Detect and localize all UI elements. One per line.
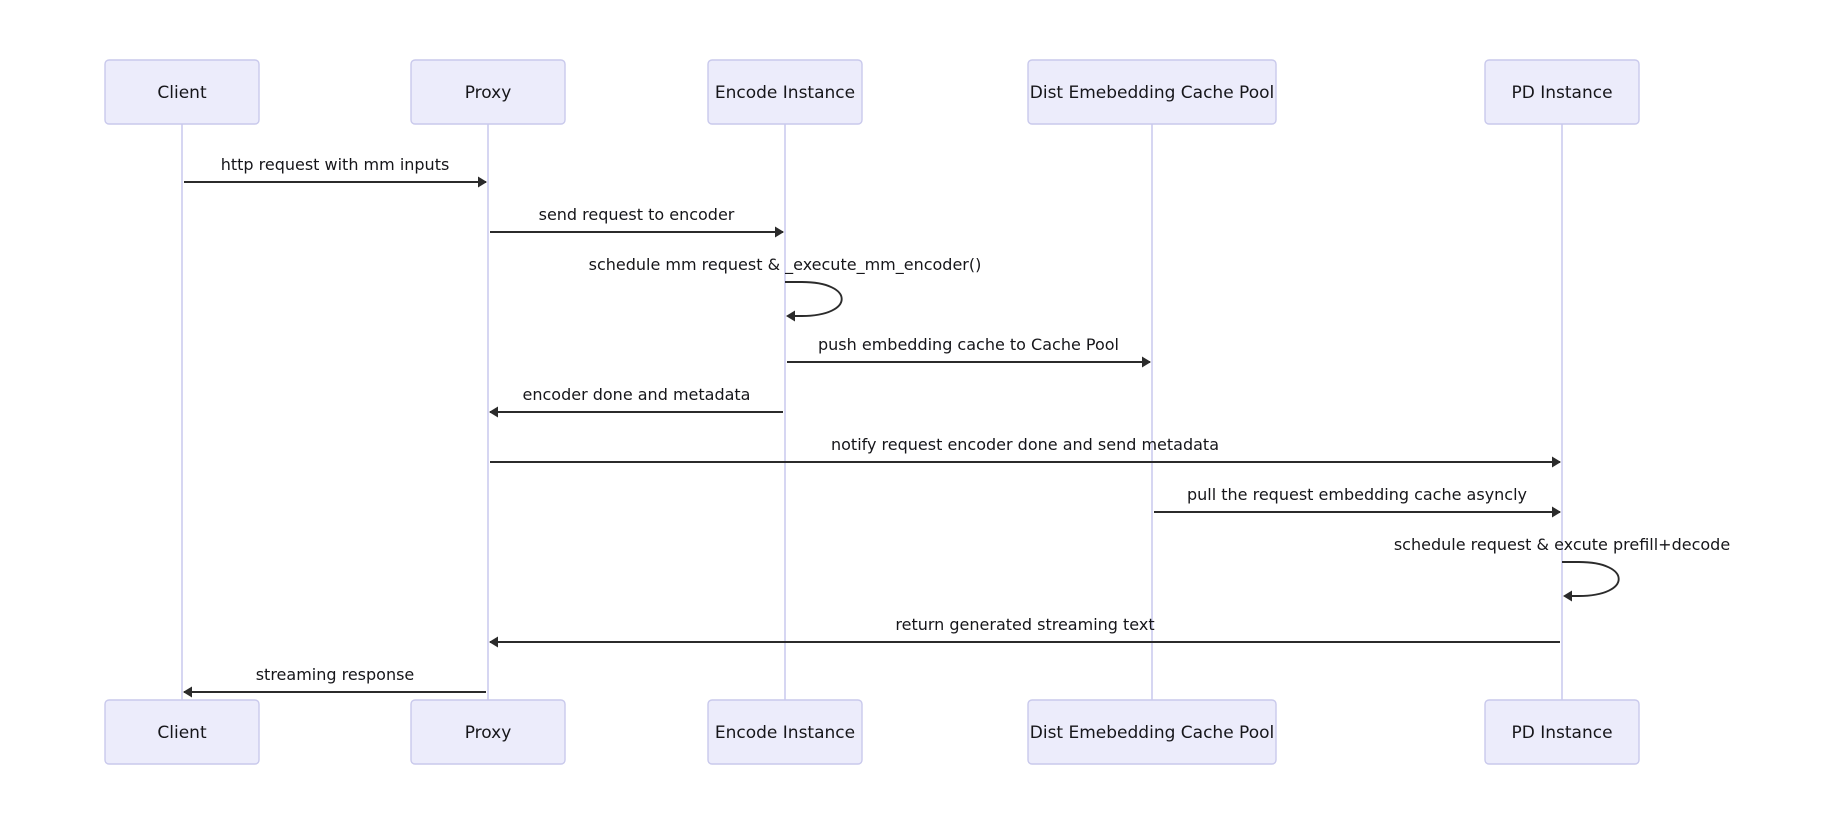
participant-label-encode: Encode Instance bbox=[715, 723, 855, 743]
arrow-head bbox=[478, 176, 487, 188]
participant-proxy-bottom[interactable]: Proxy bbox=[410, 699, 566, 765]
message-label: notify request encoder done and send met… bbox=[831, 435, 1219, 454]
participant-box-cachepool[interactable] bbox=[1027, 699, 1277, 765]
arrow-head bbox=[489, 406, 498, 418]
participant-label-proxy: Proxy bbox=[465, 83, 512, 103]
participant-label-client: Client bbox=[157, 723, 207, 743]
self-loop-path bbox=[1562, 561, 1620, 597]
arrow-head bbox=[489, 636, 498, 648]
arrow-head bbox=[1552, 506, 1561, 518]
message-label: send request to encoder bbox=[539, 205, 735, 224]
self-loop-path bbox=[785, 281, 843, 317]
participant-label-client: Client bbox=[157, 83, 207, 103]
participant-box-proxy[interactable] bbox=[410, 59, 566, 125]
message-5[interactable]: encoder done and metadata bbox=[489, 385, 783, 418]
participant-cachepool-bottom[interactable]: Dist Emebedding Cache Pool bbox=[1027, 699, 1277, 765]
message-10[interactable]: streaming response bbox=[183, 665, 486, 698]
actors-bottom-layer: Client Proxy Encode Instance Dist Emebeddin… bbox=[104, 699, 1640, 765]
participant-box-proxy[interactable] bbox=[410, 699, 566, 765]
participant-box-encode[interactable] bbox=[707, 59, 863, 125]
participant-box-client[interactable] bbox=[104, 699, 260, 765]
participant-box-pd[interactable] bbox=[1484, 699, 1640, 765]
participant-pd-top[interactable]: PD Instance bbox=[1484, 59, 1640, 125]
participant-label-cachepool: Dist Emebedding Cache Pool bbox=[1030, 83, 1274, 103]
arrow-head bbox=[1142, 356, 1151, 368]
participant-cachepool-top[interactable]: Dist Emebedding Cache Pool bbox=[1027, 59, 1277, 125]
participant-box-pd[interactable] bbox=[1484, 59, 1640, 125]
arrow-head bbox=[1552, 456, 1561, 468]
participant-box-client[interactable] bbox=[104, 59, 260, 125]
participant-proxy-top[interactable]: Proxy bbox=[410, 59, 566, 125]
participant-client-top[interactable]: Client bbox=[104, 59, 260, 125]
participant-label-pd: PD Instance bbox=[1511, 723, 1612, 743]
message-1[interactable]: http request with mm inputs bbox=[184, 155, 487, 188]
arrow-head bbox=[183, 686, 192, 698]
message-label: pull the request embedding cache asyncly bbox=[1187, 485, 1527, 504]
arrow-head bbox=[775, 226, 784, 238]
participant-client-bottom[interactable]: Client bbox=[104, 699, 260, 765]
participant-box-cachepool[interactable] bbox=[1027, 59, 1277, 125]
participant-label-encode: Encode Instance bbox=[715, 83, 855, 103]
message-label: return generated streaming text bbox=[895, 615, 1154, 634]
lifelines-layer bbox=[181, 124, 1563, 700]
message-7[interactable]: pull the request embedding cache asyncly bbox=[1154, 485, 1561, 518]
messages-layer: http request with mm inputs send request … bbox=[183, 155, 1730, 698]
message-label: streaming response bbox=[256, 665, 415, 684]
message-label: schedule mm request & _execute_mm_encode… bbox=[589, 255, 982, 275]
message-8[interactable]: schedule request & excute prefill+decode bbox=[1394, 535, 1730, 602]
participant-label-cachepool: Dist Emebedding Cache Pool bbox=[1030, 723, 1274, 743]
participant-encode-top[interactable]: Encode Instance bbox=[707, 59, 863, 125]
message-label: http request with mm inputs bbox=[221, 155, 450, 174]
arrow-head bbox=[1563, 590, 1572, 602]
participant-encode-bottom[interactable]: Encode Instance bbox=[707, 699, 863, 765]
actors-top-layer: Client Proxy Encode Instance Dist Emebeddin… bbox=[104, 59, 1640, 125]
message-3[interactable]: schedule mm request & _execute_mm_encode… bbox=[589, 255, 982, 322]
arrow-head bbox=[786, 310, 795, 322]
message-label: schedule request & excute prefill+decode bbox=[1394, 535, 1730, 554]
participant-label-proxy: Proxy bbox=[465, 723, 512, 743]
participant-box-encode[interactable] bbox=[707, 699, 863, 765]
message-label: encoder done and metadata bbox=[523, 385, 751, 404]
message-9[interactable]: return generated streaming text bbox=[489, 615, 1560, 648]
message-4[interactable]: push embedding cache to Cache Pool bbox=[787, 335, 1151, 368]
participant-label-pd: PD Instance bbox=[1511, 83, 1612, 103]
message-6[interactable]: notify request encoder done and send met… bbox=[490, 435, 1561, 468]
participant-pd-bottom[interactable]: PD Instance bbox=[1484, 699, 1640, 765]
message-label: push embedding cache to Cache Pool bbox=[818, 335, 1119, 354]
message-2[interactable]: send request to encoder bbox=[490, 205, 784, 238]
